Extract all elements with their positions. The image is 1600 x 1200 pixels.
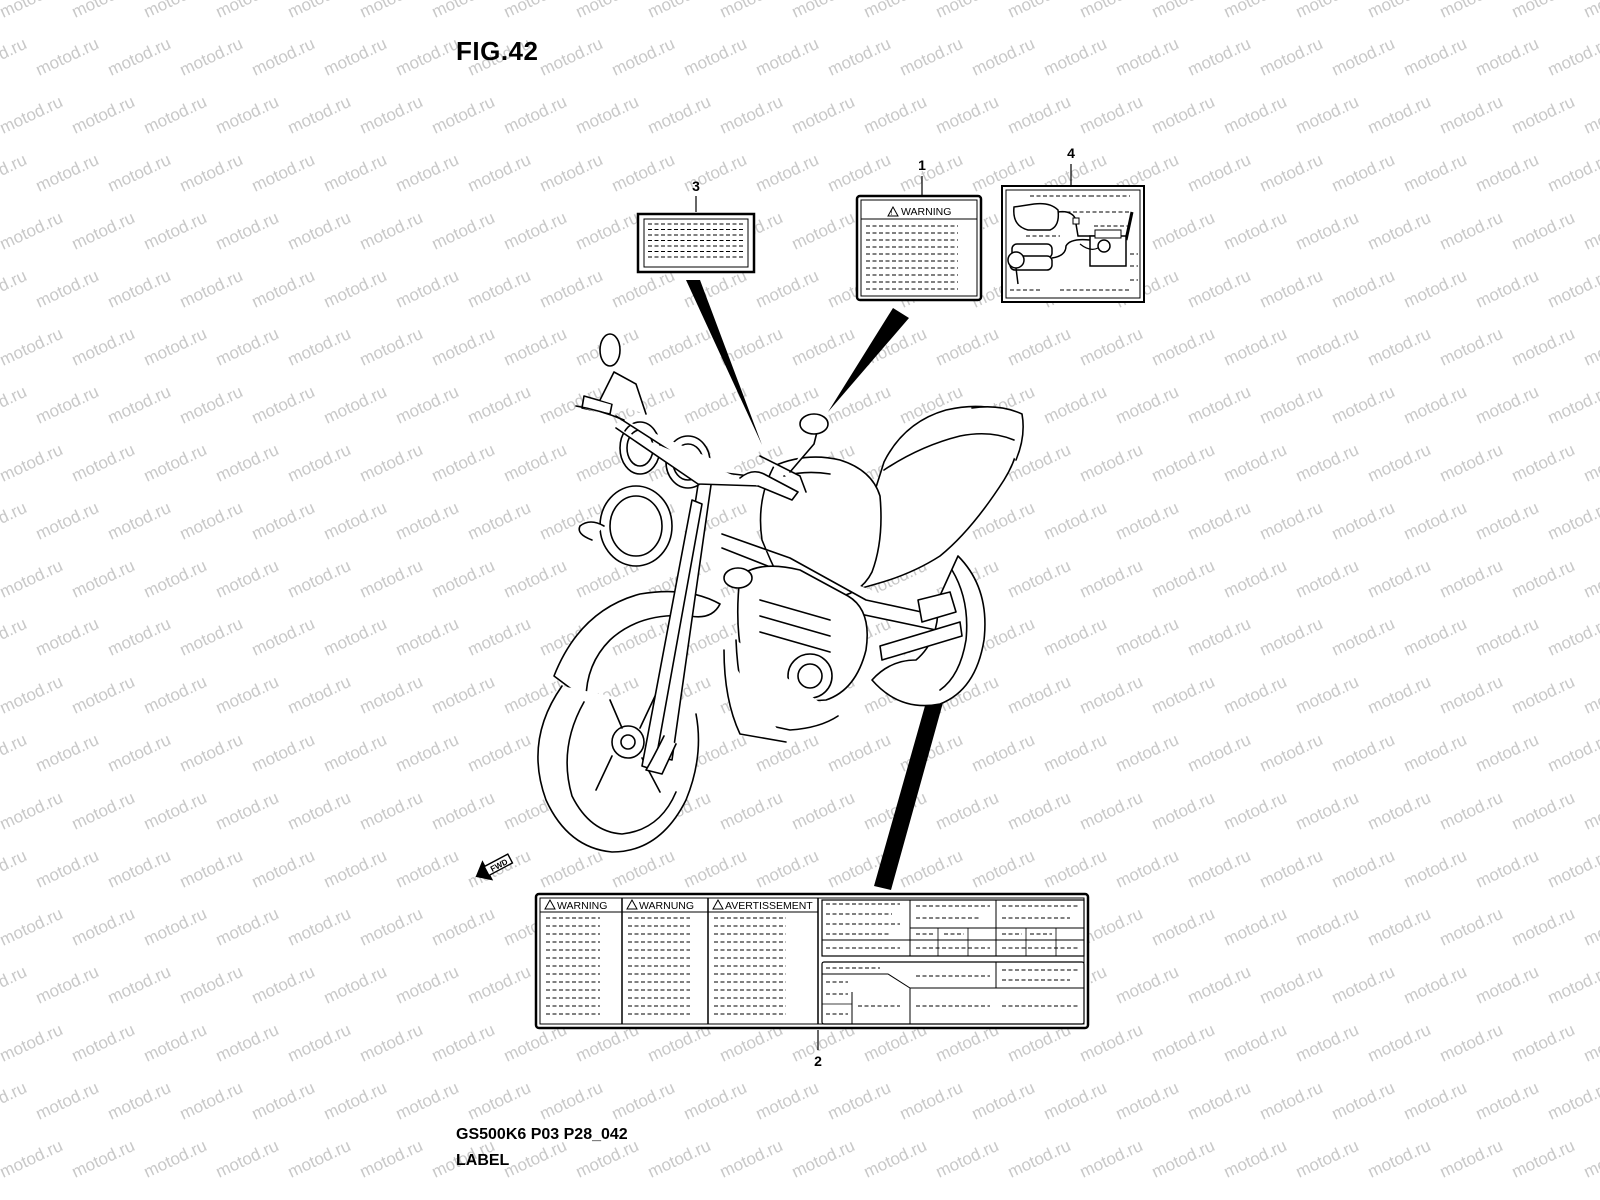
- group-name: LABEL: [456, 1152, 510, 1169]
- watermark-text: motod.ru: [0, 1194, 30, 1200]
- label-4-diagram-sticker: [1001, 185, 1145, 303]
- watermark-text: motod.ru: [1581, 0, 1600, 22]
- callout-4: 4: [1067, 145, 1075, 161]
- forward-arrow-icon: FWD: [475, 853, 514, 881]
- callout-2: 2: [814, 1053, 822, 1069]
- figure-title: FIG.42: [456, 36, 539, 66]
- model-code: GS500K6 P03 P28_042: [456, 1126, 628, 1143]
- motorcycle-illustration: [537, 333, 1024, 853]
- label-2-heading-de: WARNUNG: [639, 900, 694, 912]
- label-2-heading-en: WARNING: [557, 900, 607, 912]
- label-2-multilingual-sticker: WARNING WARNUNG AVERTISSEMENT: [534, 892, 1090, 1030]
- label-3-sticker: [636, 212, 756, 274]
- svg-text:!: !: [891, 210, 893, 217]
- label-2-heading-fr: AVERTISSEMENT: [725, 900, 813, 912]
- warning-triangle-icon: [887, 205, 899, 217]
- label-1-heading: WARNING: [901, 206, 951, 218]
- callout-1: 1: [918, 157, 926, 173]
- callout-3: 3: [692, 178, 700, 194]
- label-1-warning-sticker: ! WARNING: [855, 194, 983, 302]
